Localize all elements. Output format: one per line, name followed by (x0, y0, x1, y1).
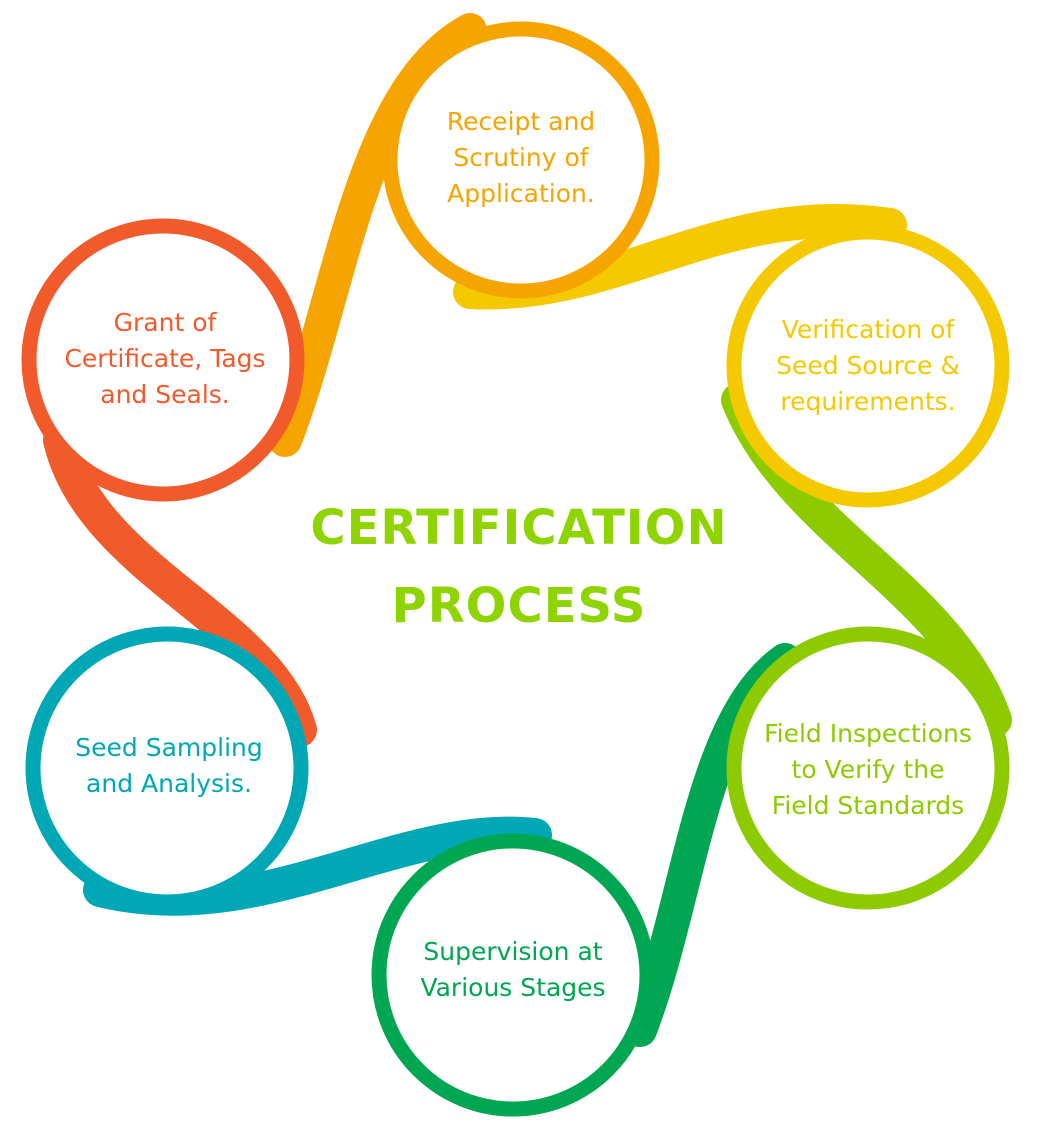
step-label-6: Grant of Certificate, Tags and Seals. (45, 305, 285, 413)
step-text: Supervision at (423, 937, 603, 966)
step-text: and Seals. (100, 380, 230, 409)
step-label-1: Receipt and Scrutiny of Application. (401, 104, 641, 212)
step-text: Seed Source & (776, 351, 960, 380)
step-text: Various Stages (420, 973, 606, 1002)
step-circle-1 (382, 21, 660, 299)
step-text: Receipt and (446, 107, 596, 136)
step-circle-2 (726, 224, 1010, 508)
step-text: to Verify the (791, 755, 945, 784)
step-text: and Analysis. (86, 769, 252, 798)
step-text: Field Inspections (764, 719, 972, 748)
step-label-4: Supervision at Various Stages (393, 934, 633, 1006)
step-text: Certificate, Tags (64, 344, 266, 373)
step-text: Application. (447, 179, 595, 208)
step-label-2: Verification of Seed Source & requiremen… (748, 312, 988, 420)
step-text: Grant of (113, 308, 217, 337)
step-circle-4 (371, 833, 655, 1117)
step-circle-3 (726, 626, 1010, 910)
step-text: Verification of (781, 315, 955, 344)
title-line-1: CERTIFICATION (310, 500, 728, 556)
step-text: Field Standards (771, 791, 965, 820)
step-label-3: Field Inspections to Verify the Field St… (748, 716, 988, 824)
title-line-2: PROCESS (391, 578, 647, 634)
step-text: Seed Sampling (75, 733, 263, 762)
step-circle-5 (25, 626, 309, 910)
step-circle-6 (21, 218, 305, 502)
step-label-5: Seed Sampling and Analysis. (49, 730, 289, 802)
step-text: Scrutiny of (453, 143, 589, 172)
step-text: requirements. (780, 387, 956, 416)
